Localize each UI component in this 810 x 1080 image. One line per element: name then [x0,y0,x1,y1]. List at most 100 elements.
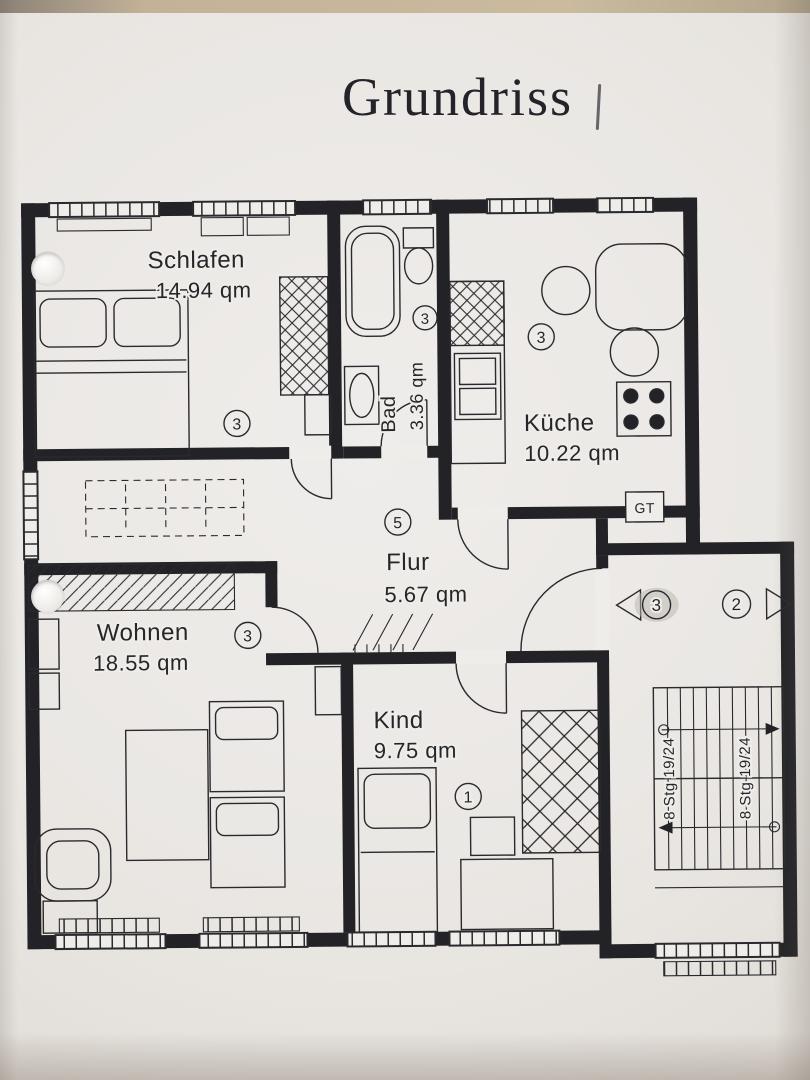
window-sill [200,216,244,237]
radiator [58,917,160,934]
hole-punch-top [31,252,64,285]
door-openings [289,444,610,665]
pillow [363,773,432,829]
room-name-bad: Bad [378,395,400,432]
schlafen-furniture [33,275,332,458]
kitchen-sink [453,352,502,421]
apartment-number-left: 3 [641,590,672,620]
room-area-wohnen: 18.55 qm [93,650,189,676]
room-number-flur: 5 [384,508,412,536]
sideboard [27,562,236,612]
apartment-number-left-value: 3 [652,596,662,615]
fridge [449,280,506,347]
page-title: Grundriss [342,67,573,127]
window-sill [246,216,290,236]
stair-arrow [765,722,780,735]
coat-rack [352,613,434,655]
bed [357,767,439,934]
burner [649,414,665,430]
burner [623,388,639,404]
room-number-kind: 1 [454,782,482,811]
stair-arrow [658,821,673,834]
room-area-kueche: 10.22 qm [524,440,620,466]
room-area-schlafen: 14.94 qm [156,277,252,303]
cabinet [304,393,332,436]
room-number-flur-value: 5 [393,515,403,532]
toilet-bowl [403,247,434,285]
room-number-kueche: 3 [527,323,555,351]
room-area-kind: 9.75 qm [374,738,457,764]
window [448,929,561,947]
chair [541,265,591,316]
window [362,198,433,216]
table-edge [0,0,810,13]
side-table [42,899,99,934]
apartment-number-right: 2 [721,589,752,619]
pillow [113,297,181,348]
room-name-wohnen: Wohnen [97,619,189,647]
kind-furniture [314,665,602,934]
sofa [208,700,285,793]
sink [349,372,375,419]
window [596,196,655,214]
room-number-kueche-value: 3 [536,330,546,347]
cabinet [314,665,343,716]
sofa [209,796,286,889]
window [346,930,437,948]
apartment-number-right-value: 2 [732,595,742,614]
double-bed [33,289,190,458]
window [486,197,555,215]
hall-wardrobe [84,478,245,538]
room-number-bad: 3 [412,305,438,331]
chair [469,816,516,857]
windows [22,196,781,977]
window [48,201,161,219]
bathtub [344,225,401,338]
room-number-schlafen-value: 3 [232,416,242,433]
window [54,933,167,951]
stair-landing: 3 2 [615,587,792,622]
photo-shadow-right [774,0,810,1080]
chair [609,327,660,377]
burner [623,414,639,430]
window-sill [663,960,777,977]
room-area-flur: 5.67 qm [384,581,467,607]
dining-table [594,243,689,331]
room-number-bad-value: 3 [421,311,430,328]
gas-boiler-box: GT [624,491,665,523]
window [22,470,40,561]
window [192,199,297,217]
gas-boiler-label: GT [634,500,655,516]
window [198,931,309,949]
window-sill [56,217,152,232]
stove [615,380,672,437]
wohnen-furniture [27,562,286,934]
room-name-kueche: Küche [524,409,595,437]
sink-counter [343,365,380,426]
shelf [27,618,60,670]
hole-punch-bottom [31,580,64,613]
wardrobe [520,709,602,854]
room-name-flur: Flur [386,549,430,576]
room-number-wohnen-value: 3 [243,628,253,645]
room-number-schlafen: 3 [223,409,251,438]
kueche-furniture: GT [449,243,689,523]
wardrobe [278,275,330,396]
door-swings [271,399,603,714]
stair-count-label: 8 Stg 19/24 [661,738,679,820]
room-number-kind-value: 1 [463,789,473,806]
stairwell: 8 Stg 19/24 8 Stg 19/24 [652,685,786,889]
table [124,729,210,862]
pillow [39,297,107,348]
radiator [202,916,300,933]
burner [649,388,665,404]
bad-furniture [343,225,435,426]
shelf [28,672,61,710]
stair-count-label: 8 Stg 19/24 [737,737,755,819]
window [654,941,781,959]
room-name-schlafen: Schlafen [147,246,245,274]
photo-shadow-left [0,0,18,1080]
room-number-wohnen: 3 [234,621,262,650]
room-area-bad: 3.36 qm [406,362,427,431]
